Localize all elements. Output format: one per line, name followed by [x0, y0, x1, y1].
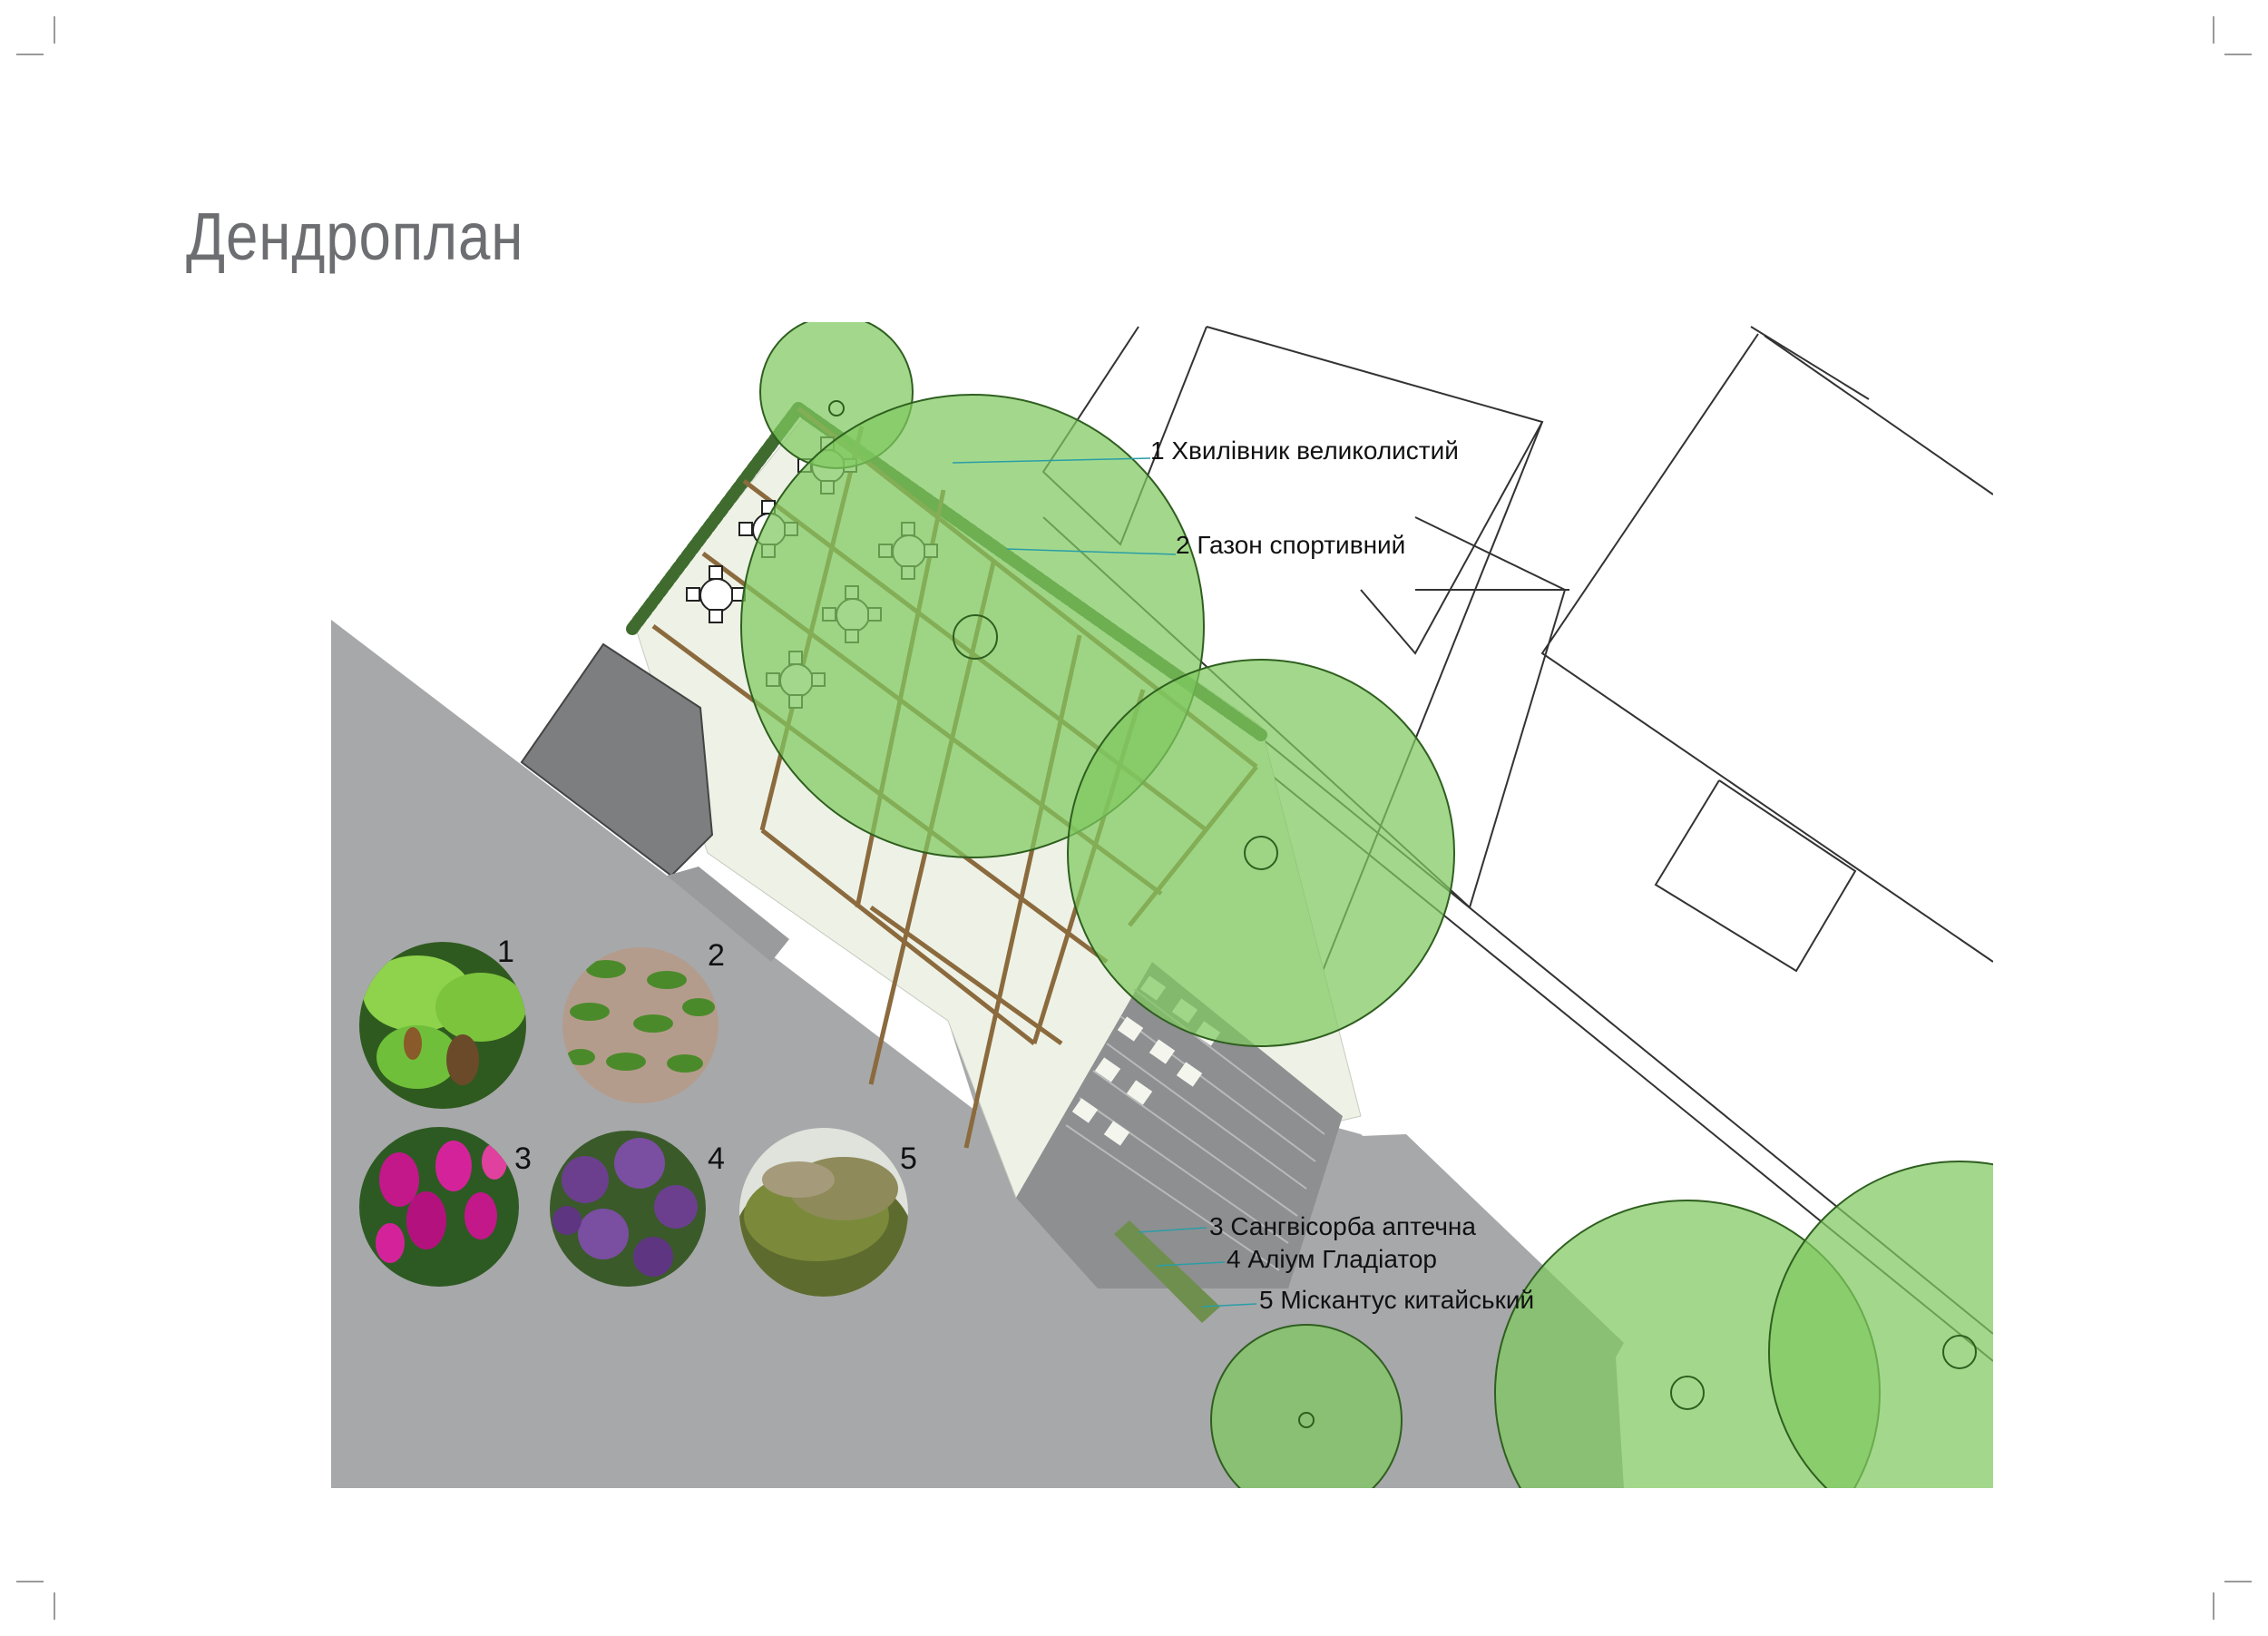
legend-labels: 1 Хвилівник великолистий 2 Газон спортив… [1150, 436, 1534, 1314]
flowerbed [1114, 1220, 1220, 1323]
aristolochia-leaf-photo [359, 942, 526, 1109]
photo-number-2: 2 [708, 938, 725, 973]
tree-trunks [828, 400, 1977, 1428]
photo-numbers: 1 2 3 4 5 [497, 935, 917, 1176]
tree-canopy-south [1210, 1324, 1403, 1488]
plant-photos [359, 942, 908, 1297]
legend-label-4: 4 Аліум Гладіатор [1227, 1245, 1437, 1273]
pond [520, 642, 714, 877]
photo-number-3: 3 [514, 1141, 532, 1176]
tree-canopies [740, 322, 1993, 1488]
page-title: Дендроплан [186, 199, 524, 274]
legend-label-2: 2 Газон спортивний [1176, 531, 1405, 559]
tree-canopy-east [1067, 659, 1455, 1047]
photo-number-5: 5 [900, 1141, 917, 1176]
grass-paver-photo [562, 947, 719, 1103]
allium-flower-photo [550, 1131, 706, 1287]
tree-canopy-large [740, 394, 1205, 858]
legend-label-5: 5 Міскантус китайський [1259, 1286, 1534, 1314]
steps [667, 867, 789, 962]
table-set-4 [686, 565, 746, 623]
miscanthus-grass-photo [739, 1128, 908, 1297]
crop-marks [16, 16, 2252, 1620]
leader-lines [952, 457, 1257, 1308]
legend-label-3: 3 Сангвісорба аптечна [1209, 1212, 1476, 1240]
photo-number-4: 4 [708, 1141, 725, 1176]
photo-number-1: 1 [497, 935, 514, 969]
tree-canopy-right-2 [1768, 1161, 1993, 1488]
legend-label-1: 1 Хвилівник великолистий [1150, 436, 1459, 465]
sanguisorba-flower-photo [359, 1127, 519, 1287]
